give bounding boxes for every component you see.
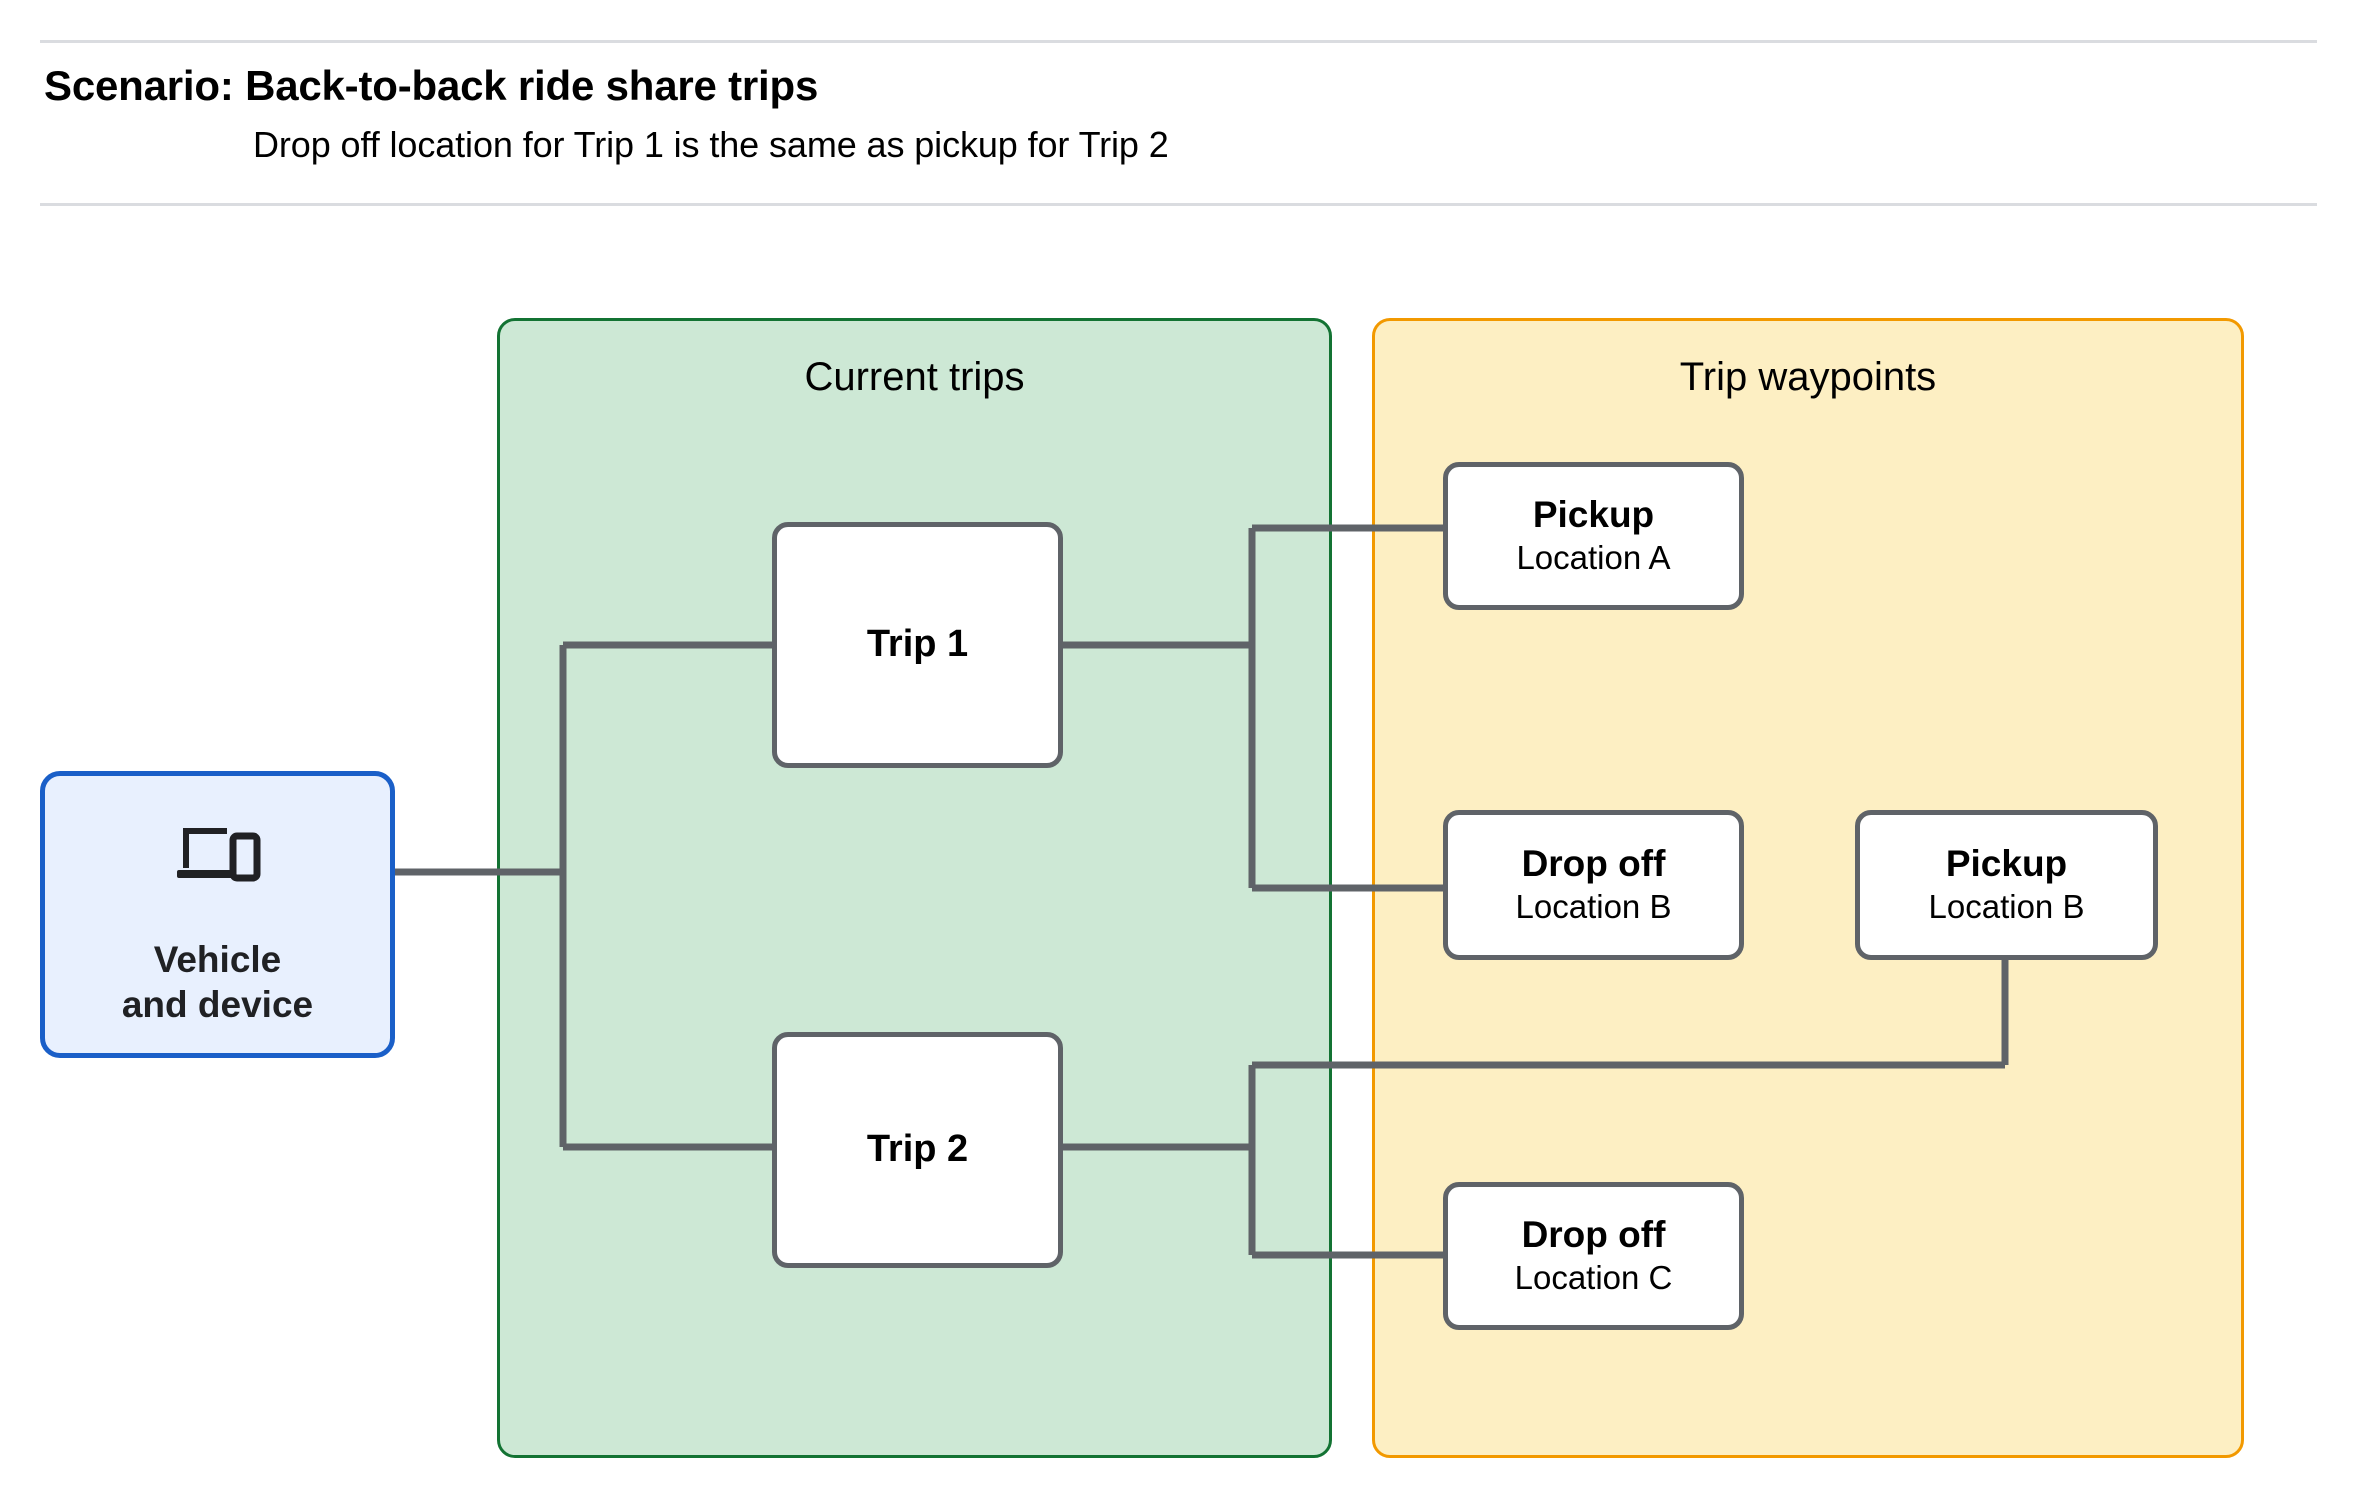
waypoint-type: Drop off (1521, 842, 1666, 884)
waypoint-node-pickup-b[interactable]: Pickup Location B (1855, 810, 2158, 960)
waypoint-node-pickup-a[interactable]: Pickup Location A (1443, 462, 1744, 610)
panel-trip-waypoints-title: Trip waypoints (1679, 355, 1937, 399)
devices-icon (175, 820, 261, 891)
trip-node-trip1[interactable]: Trip 1 (772, 522, 1063, 768)
header-rule-bottom (40, 203, 2317, 206)
vehicle-label: Vehicle and device (122, 937, 313, 1027)
vehicle-label-line1: Vehicle (153, 939, 282, 980)
waypoint-type: Drop off (1521, 1213, 1666, 1255)
waypoint-node-dropoff-b[interactable]: Drop off Location B (1443, 810, 1744, 960)
waypoint-location: Location C (1514, 1259, 1673, 1297)
waypoint-node-dropoff-c[interactable]: Drop off Location C (1443, 1182, 1744, 1330)
panel-current-trips: Current trips (497, 318, 1332, 1458)
header-rule-top (40, 40, 2317, 43)
waypoint-type: Pickup (1532, 493, 1655, 535)
trip-label: Trip 2 (866, 1128, 969, 1171)
page-subtitle: Drop off location for Trip 1 is the same… (253, 124, 1169, 165)
waypoint-location: Location B (1928, 888, 2085, 926)
vehicle-and-device-node[interactable]: Vehicle and device (40, 771, 395, 1058)
trip-node-trip2[interactable]: Trip 2 (772, 1032, 1063, 1268)
panel-current-trips-title: Current trips (804, 355, 1025, 399)
vehicle-label-line2: and device (121, 984, 314, 1026)
trip-label: Trip 1 (866, 623, 969, 666)
waypoint-location: Location A (1516, 539, 1671, 577)
waypoint-type: Pickup (1945, 842, 2068, 884)
waypoint-location: Location B (1515, 888, 1672, 926)
page-title: Scenario: Back-to-back ride share trips (44, 62, 819, 109)
